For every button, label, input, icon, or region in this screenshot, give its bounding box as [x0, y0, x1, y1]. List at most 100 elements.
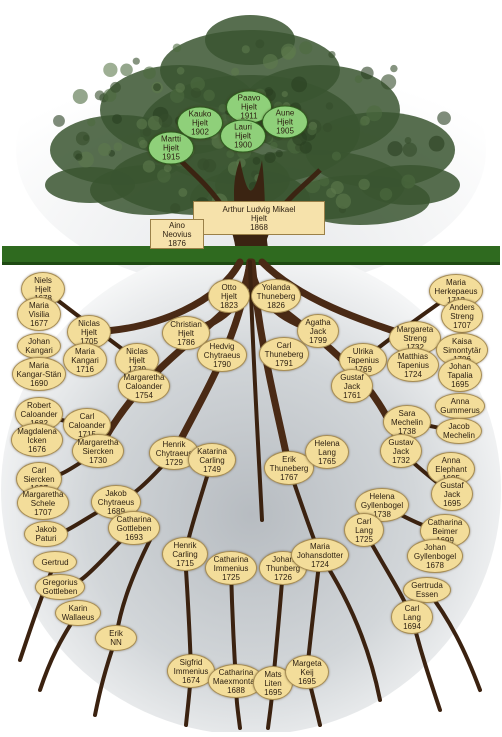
person-maria-visilia[interactable]: Maria Visilia 1677	[17, 297, 61, 331]
person-first-name: Johan	[449, 362, 471, 371]
person-margaretha-caloander[interactable]: Margaretha Caloander 1754	[118, 369, 170, 403]
person-last-name: Jack	[344, 382, 360, 391]
person-maria-kangar-stan[interactable]: Maria Kangar-Stän 1690	[12, 357, 66, 391]
person-first-name: Gustaf	[340, 373, 364, 382]
person-first-name: Henrik	[173, 541, 196, 550]
person-first-name: Jakob	[105, 489, 126, 498]
person-first-name: Mats	[264, 670, 281, 679]
person-aune-hjelt[interactable]: Aune Hjelt 1905	[262, 106, 308, 139]
person-birth-year: 1876	[168, 239, 186, 248]
person-margaretha-schele[interactable]: Margaretha Schele 1707	[17, 486, 69, 520]
person-johan-gyllenbogel[interactable]: Johan Gyllenbogel 1678	[407, 539, 463, 573]
person-last-name: Tapenius	[347, 356, 379, 365]
person-first-name: Niclas	[126, 347, 148, 356]
person-last-name: NN	[110, 638, 122, 647]
person-gustaf-jack-1761[interactable]: Gustaf Jack 1761	[331, 369, 373, 403]
person-gregorius-gottleben[interactable]: Gregorius Gottleben	[35, 574, 85, 600]
person-last-name: Thuneberg	[265, 350, 304, 359]
person-last-name: Hjelt	[129, 356, 145, 365]
person-aino-neovius[interactable]: Aino Neovius 1876	[150, 219, 204, 249]
person-lauri-hjelt[interactable]: Lauri Hjelt 1900	[220, 120, 266, 153]
person-magdalena-icken[interactable]: Magdalena Icken 1676	[11, 423, 63, 457]
person-last-name: Johansdotter	[297, 551, 343, 560]
person-birth-year: 1715	[176, 559, 194, 568]
person-first-name: Carl	[405, 604, 420, 613]
person-first-name: Jakob	[35, 525, 56, 534]
person-agatha-jack[interactable]: Agatha Jack 1799	[297, 314, 339, 348]
person-last-name: Kangari	[25, 346, 53, 355]
person-first-name: Maria	[446, 278, 466, 287]
person-maria-kangari-1716[interactable]: Maria Kangari 1716	[63, 343, 107, 377]
person-birth-year: 1695	[264, 688, 282, 697]
person-first-name: Gertruda	[411, 581, 443, 590]
person-anna-gummerus[interactable]: Anna Gummerus	[435, 393, 485, 419]
person-birth-year: 1707	[34, 508, 52, 517]
person-gustaf-jack-1695[interactable]: Gustaf Jack 1695	[431, 477, 473, 511]
person-margeta-keij[interactable]: Margeta Keij 1695	[285, 655, 329, 689]
person-last-name: Beimer	[432, 527, 457, 536]
person-last-name: Wallaeus	[62, 613, 95, 622]
person-last-name: Liten	[264, 679, 281, 688]
person-birth-year: 1902	[191, 128, 209, 137]
person-hedvig-chytraeus[interactable]: Hedvig Chytraeus 1790	[197, 338, 247, 372]
person-first-name: Kauko	[189, 110, 212, 119]
person-birth-year: 1725	[222, 573, 240, 582]
person-maria-johansdotter[interactable]: Maria Johansdotter 1724	[291, 538, 349, 572]
person-anders-streng[interactable]: Anders Streng 1707	[441, 299, 483, 333]
person-last-name: Paturi	[36, 534, 57, 543]
person-karin-wallaeus[interactable]: Karin Wallaeus	[55, 600, 101, 626]
person-first-name: Erik	[109, 629, 123, 638]
person-henrik-carling[interactable]: Henrik Carling 1715	[162, 537, 208, 571]
person-helena-lang[interactable]: Helena Lang 1765	[305, 435, 349, 469]
person-margaretha-siercken[interactable]: Margaretha Siercken 1730	[72, 434, 124, 468]
person-first-name: Catharina	[214, 555, 249, 564]
person-carl-lang-1725[interactable]: Carl Lang 1725	[344, 513, 384, 547]
person-last-name: Lang	[403, 613, 421, 622]
person-birth-year: 1676	[28, 445, 46, 454]
person-last-name: Elephant	[435, 465, 467, 474]
person-birth-year: 1761	[343, 391, 361, 400]
person-birth-year: 1690	[30, 379, 48, 388]
person-martti-hjelt[interactable]: Martti Hjelt 1915	[148, 132, 194, 165]
person-matthias-tapenius[interactable]: Matthias Tapenius 1724	[387, 348, 439, 382]
person-birth-year: 1799	[309, 336, 327, 345]
person-birth-year: 1915	[162, 153, 180, 162]
person-yolanda-thuneberg[interactable]: Yolanda Thuneberg 1826	[251, 279, 301, 313]
person-birth-year: 1730	[89, 456, 107, 465]
person-last-name: Hjelt	[178, 329, 194, 338]
person-carl-lang-1694[interactable]: Carl Lang 1694	[391, 600, 433, 634]
person-last-name: Thuneberg	[270, 464, 309, 473]
person-jacob-mechelin[interactable]: Jacob Mechelin	[436, 418, 482, 444]
person-jakob-paturi[interactable]: Jakob Paturi	[24, 521, 68, 547]
person-first-name: Maria	[310, 542, 330, 551]
person-first-name: Anders	[449, 303, 474, 312]
person-first-name: Carl	[80, 412, 95, 421]
person-erik-nn[interactable]: Erik NN	[95, 625, 137, 651]
person-last-name: Caloander	[21, 410, 58, 419]
person-first-name: Helena	[314, 439, 339, 448]
person-catharina-gottleben[interactable]: Catharina Gottleben 1693	[108, 511, 160, 545]
person-johan-kangari[interactable]: Johan Kangari	[17, 333, 61, 359]
person-birth-year: 1732	[392, 456, 410, 465]
person-last-name: Jack	[310, 327, 326, 336]
person-first-name: Magdalena	[17, 427, 57, 436]
person-last-name: Immenius	[214, 564, 249, 573]
person-arthur-hjelt[interactable]: Arthur Ludvig Mikael Hjelt 1868	[193, 201, 325, 235]
person-birth-year: 1695	[451, 380, 469, 389]
person-last-name: Streng	[450, 312, 474, 321]
person-last-name: Hjelt	[35, 285, 51, 294]
person-johan-tapalia[interactable]: Johan Tapalia 1695	[438, 358, 482, 392]
person-birth-year: 1688	[227, 686, 245, 695]
person-last-name: Gummerus	[440, 406, 480, 415]
person-last-name: Hjelt	[163, 144, 179, 153]
person-birth-year: 1707	[453, 321, 471, 330]
person-first-name: Sara	[399, 409, 416, 418]
person-katarina-carling[interactable]: Katarina Carling 1749	[188, 443, 236, 477]
person-gustav-jack-1732[interactable]: Gustav Jack 1732	[380, 434, 422, 468]
person-first-name: Arthur Ludvig Mikael	[223, 205, 296, 214]
person-last-name: Kangari	[71, 356, 99, 365]
person-catharina-immenius[interactable]: Catharina Immenius 1725	[205, 551, 257, 585]
person-gertrud[interactable]: Gertrud	[33, 551, 77, 573]
person-first-name: Gustaf	[440, 481, 464, 490]
person-otto-hjelt[interactable]: Otto Hjelt 1823	[208, 279, 250, 313]
